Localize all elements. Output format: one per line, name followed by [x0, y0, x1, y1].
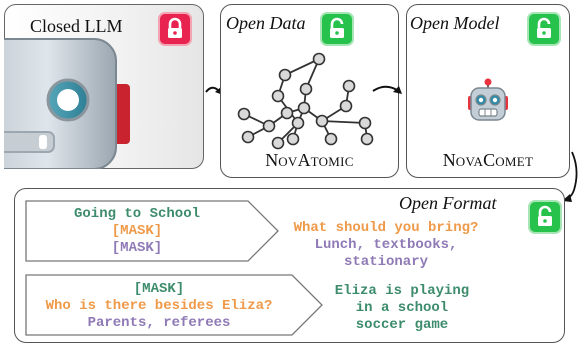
example-2-input: [MASK] Who is there besides Eliza? Paren… — [26, 281, 292, 332]
example-1-output: What should you bring? Lunch, textbooks,… — [268, 220, 504, 271]
answer-text: stationary — [343, 254, 428, 270]
robot-icon — [468, 78, 508, 121]
mask-text: [MASK] — [111, 240, 163, 256]
novatomic-label: NOVATOMIC — [265, 150, 354, 170]
event-text: Eliza is playing — [334, 283, 470, 299]
closed-llm-title: Closed LLM — [30, 16, 123, 36]
example-1-input-box — [25, 200, 279, 262]
example-2-output: Eliza is playing in a school soccer game — [300, 283, 504, 334]
event-text: in a school — [355, 300, 449, 316]
lock-open-icon — [320, 12, 354, 46]
question-text: What should you bring? — [293, 220, 479, 236]
question-text: Who is there besides Eliza? — [45, 298, 273, 314]
event-text: Going to School — [73, 206, 201, 222]
lock-closed-icon — [158, 12, 192, 46]
lock-open-icon — [527, 12, 561, 46]
example-2-input-box — [25, 274, 323, 336]
open-format-title: Open Format — [399, 193, 497, 213]
arrow-icon — [372, 85, 402, 94]
lock-open-icon — [528, 200, 562, 234]
open-model-title: Open Model — [410, 13, 500, 33]
novacomet-label: NOVACOMET — [442, 150, 534, 170]
closed-llm-robot-icon — [4, 38, 130, 169]
example-1-input: Going to School [MASK] [MASK] — [26, 206, 248, 257]
answer-text: Parents, referees — [87, 315, 231, 331]
open-data-title: Open Data — [226, 13, 306, 33]
knowledge-graph-icon — [237, 52, 374, 150]
answer-text: Lunch, textbooks, — [314, 237, 458, 253]
event-text: soccer game — [355, 317, 449, 333]
mask-text: [MASK] — [133, 281, 185, 297]
mask-text: [MASK] — [111, 223, 163, 239]
